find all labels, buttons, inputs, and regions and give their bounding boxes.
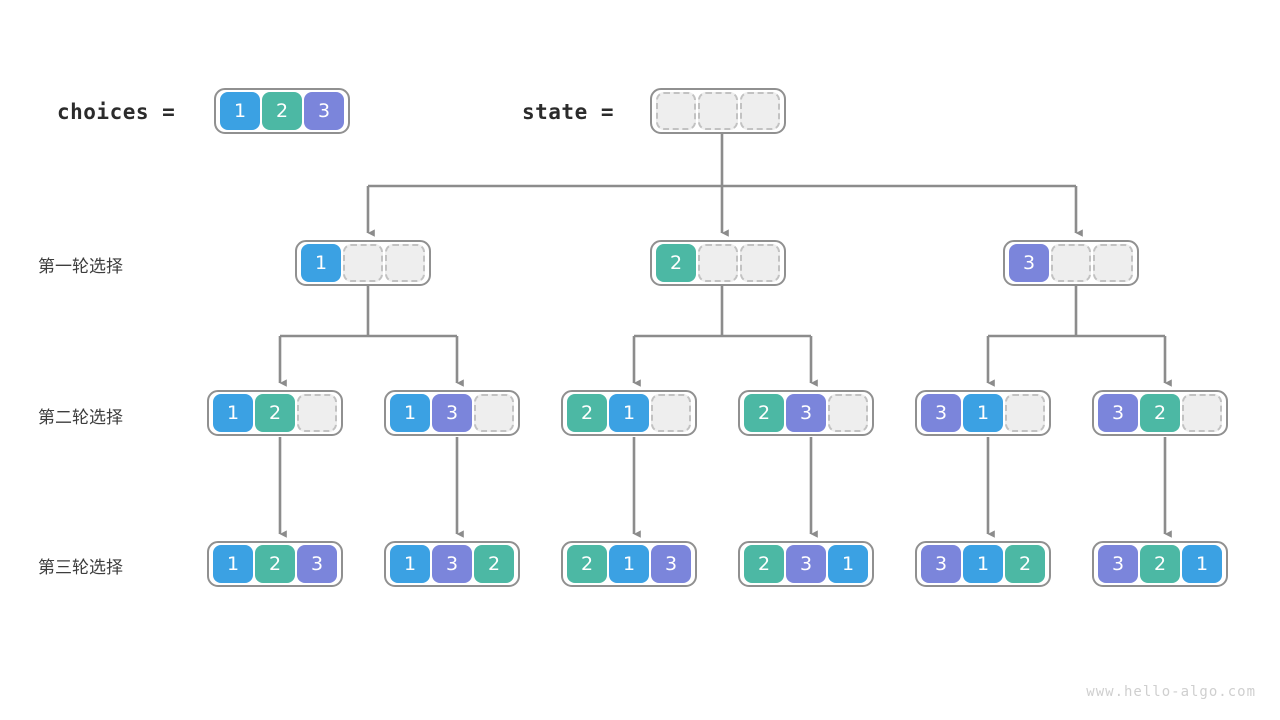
round2-3-cell-1: 3 xyxy=(786,394,826,432)
round1-0-cell-1 xyxy=(343,244,383,282)
round3-1-cell-0: 1 xyxy=(390,545,430,583)
watermark: www.hello-algo.com xyxy=(1086,684,1256,700)
round2-2-cell-1: 1 xyxy=(609,394,649,432)
round2-1-cell-1: 3 xyxy=(432,394,472,432)
round2-3-cell-0: 2 xyxy=(744,394,784,432)
round3-2-cell-1: 1 xyxy=(609,545,649,583)
choices-label: choices = xyxy=(57,100,176,124)
round2-1-cell-2 xyxy=(474,394,514,432)
round3-5-cell-2: 1 xyxy=(1182,545,1222,583)
round3-0-cell-0: 1 xyxy=(213,545,253,583)
round2-5-cell-0: 3 xyxy=(1098,394,1138,432)
round2-2-cell-2 xyxy=(651,394,691,432)
state-cell-0 xyxy=(656,92,696,130)
round1-1-cell-1 xyxy=(698,244,738,282)
round2-3-cell-2 xyxy=(828,394,868,432)
row-label-round-1: 第一轮选择 xyxy=(38,257,123,277)
round3-0-cell-2: 3 xyxy=(297,545,337,583)
round2-4-cell-2 xyxy=(1005,394,1045,432)
choices-cell-0: 1 xyxy=(220,92,260,130)
round3-0-cell-1: 2 xyxy=(255,545,295,583)
round3-5-cell-0: 3 xyxy=(1098,545,1138,583)
round3-5-cell-1: 2 xyxy=(1140,545,1180,583)
state-cell-2 xyxy=(740,92,780,130)
round3-4-cell-1: 1 xyxy=(963,545,1003,583)
round1-node-0: 1 xyxy=(295,240,431,286)
round1-node-1: 2 xyxy=(650,240,786,286)
round3-4-cell-0: 3 xyxy=(921,545,961,583)
round2-5-cell-2 xyxy=(1182,394,1222,432)
round2-5-cell-1: 2 xyxy=(1140,394,1180,432)
round3-3-cell-0: 2 xyxy=(744,545,784,583)
round3-3-cell-1: 3 xyxy=(786,545,826,583)
round2-0-cell-0: 1 xyxy=(213,394,253,432)
round3-2-cell-0: 2 xyxy=(567,545,607,583)
state-cell-1 xyxy=(698,92,738,130)
row-label-round-2: 第二轮选择 xyxy=(38,408,123,428)
round2-0-cell-2 xyxy=(297,394,337,432)
round2-1-cell-0: 1 xyxy=(390,394,430,432)
round3-1-cell-2: 2 xyxy=(474,545,514,583)
round2-4-cell-1: 1 xyxy=(963,394,1003,432)
round1-1-cell-0: 2 xyxy=(656,244,696,282)
round2-4-cell-0: 3 xyxy=(921,394,961,432)
round1-2-cell-1 xyxy=(1051,244,1091,282)
round3-2-cell-2: 3 xyxy=(651,545,691,583)
round1-0-cell-2 xyxy=(385,244,425,282)
choices-cell-1: 2 xyxy=(262,92,302,130)
round3-4-cell-2: 2 xyxy=(1005,545,1045,583)
round1-0-cell-0: 1 xyxy=(301,244,341,282)
round1-2-cell-0: 3 xyxy=(1009,244,1049,282)
round3-1-cell-1: 3 xyxy=(432,545,472,583)
round1-2-cell-2 xyxy=(1093,244,1133,282)
round3-3-cell-2: 1 xyxy=(828,545,868,583)
state-array xyxy=(650,88,786,134)
round1-node-2: 3 xyxy=(1003,240,1139,286)
round1-1-cell-2 xyxy=(740,244,780,282)
round2-0-cell-1: 2 xyxy=(255,394,295,432)
choices-cell-2: 3 xyxy=(304,92,344,130)
row-label-round-3: 第三轮选择 xyxy=(38,558,123,578)
round2-2-cell-0: 2 xyxy=(567,394,607,432)
state-label: state = xyxy=(522,100,615,124)
